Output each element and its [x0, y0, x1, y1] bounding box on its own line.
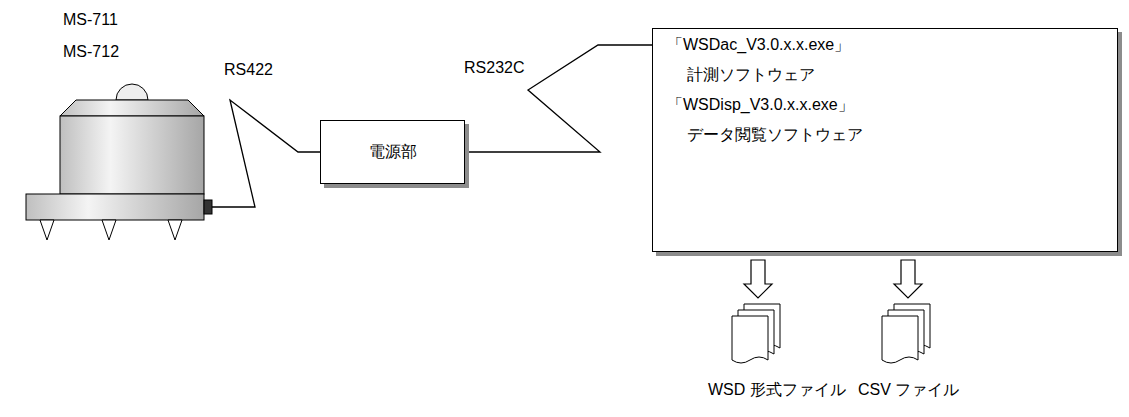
box-text: データ閲覧ソフトウェア: [687, 125, 1107, 145]
output-arrow: [894, 260, 922, 298]
file-icon: WSD 形式ファイル: [708, 300, 808, 410]
box-text: 電源部: [369, 142, 417, 162]
cable-line: [212, 100, 320, 207]
file-stack-icon: [878, 300, 938, 376]
power-supply-box: 電源部: [320, 120, 465, 184]
box-text: 「WSDisp_V3.0.x.x.exe」: [667, 95, 1107, 115]
signal-name: RS422: [222, 60, 275, 80]
model-name: MS-711: [63, 10, 118, 30]
file-label: WSD 形式ファイル: [708, 380, 808, 400]
sensor-unit: MS-711MS-712: [18, 4, 212, 249]
model-name: MS-712: [63, 42, 119, 62]
file-icon: CSV ファイル: [858, 300, 958, 410]
file-stack-icon: [728, 300, 788, 376]
sensor-illustration: [18, 4, 218, 249]
software-box: 「WSDac_V3.0.x.x.exe」計測ソフトウェア「WSDisp_V3.0…: [652, 28, 1118, 252]
file-label: CSV ファイル: [858, 380, 958, 400]
signal-name: RS232C: [462, 58, 526, 78]
box-text: 「WSDac_V3.0.x.x.exe」: [667, 35, 1107, 55]
box-text: 計測ソフトウェア: [687, 65, 1107, 85]
output-arrow: [744, 260, 772, 298]
